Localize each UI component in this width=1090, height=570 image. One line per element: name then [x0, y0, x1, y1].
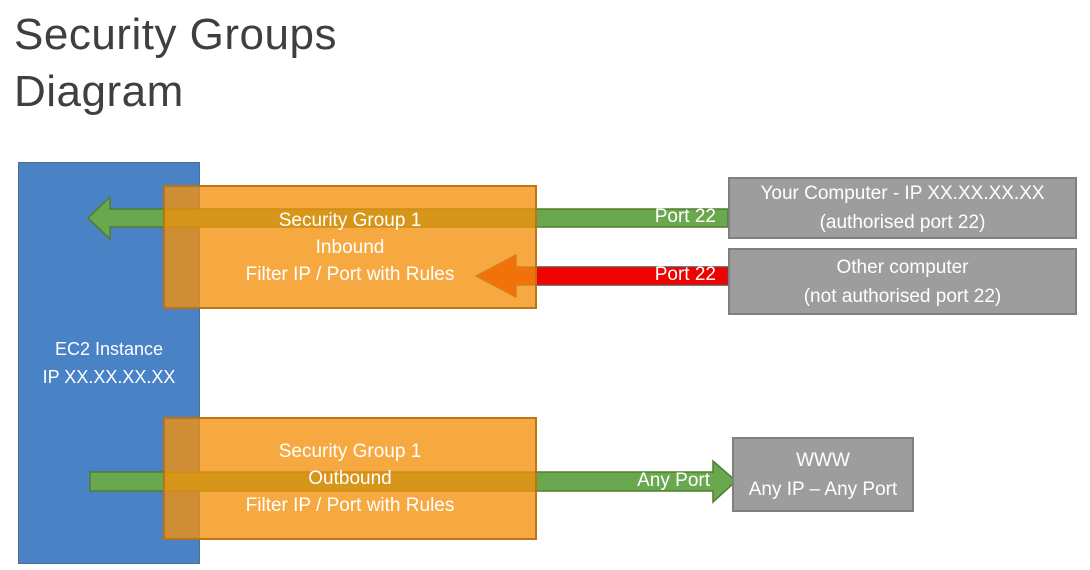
- your-computer-box: Your Computer - IP XX.XX.XX.XX (authoris…: [728, 177, 1077, 239]
- security-group-inbound-box: Security Group 1 Inbound Filter IP / Por…: [163, 185, 537, 309]
- sg-outbound-name: Security Group 1: [278, 441, 422, 462]
- title-line-2: Diagram: [14, 67, 184, 116]
- other-computer-note: (not authorised port 22): [803, 285, 1002, 307]
- inbound-allowed-port-label: Port 22: [654, 206, 716, 227]
- outbound-port-label: Any Port: [637, 470, 710, 491]
- your-computer-note: (authorised port 22): [819, 212, 986, 233]
- your-computer-label: Your Computer - IP XX.XX.XX.XX: [760, 183, 1045, 204]
- security-group-outbound-box: Security Group 1 Outbound Filter IP / Po…: [163, 417, 537, 540]
- slide-title: Security Groups Diagram: [14, 6, 337, 120]
- sg-outbound-rule: Filter IP / Port with Rules: [245, 495, 455, 516]
- sg-inbound-name: Security Group 1: [278, 209, 422, 231]
- www-note: Any IP – Any Port: [748, 478, 898, 500]
- sg-inbound-direction: Inbound: [315, 236, 385, 258]
- title-line-1: Security Groups: [14, 10, 337, 59]
- inbound-blocked-port-label: Port 22: [654, 264, 716, 285]
- sg-inbound-rule: Filter IP / Port with Rules: [245, 263, 455, 285]
- www-box: WWW Any IP – Any Port: [732, 437, 914, 512]
- sg-outbound-direction: Outbound: [308, 468, 392, 489]
- www-label: WWW: [796, 449, 850, 471]
- ec2-instance-ip: IP XX.XX.XX.XX: [42, 367, 176, 387]
- other-computer-label: Other computer: [836, 256, 969, 278]
- ec2-instance-label: EC2 Instance: [54, 339, 164, 359]
- other-computer-box: Other computer (not authorised port 22): [728, 248, 1077, 315]
